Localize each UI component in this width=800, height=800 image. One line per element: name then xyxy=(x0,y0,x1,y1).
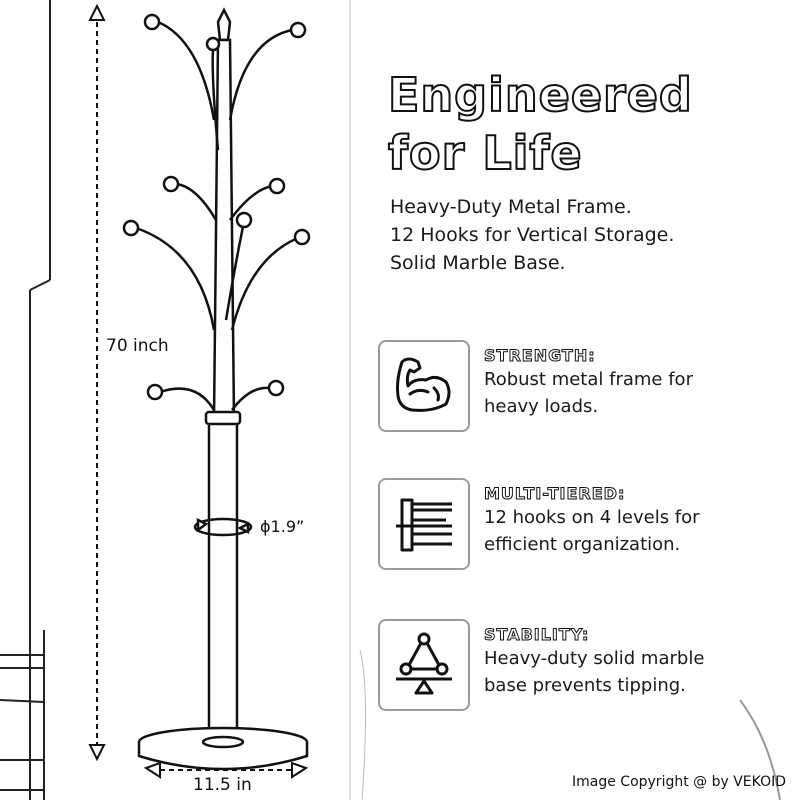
feature-title: STRENGTH: xyxy=(484,346,596,366)
headline-line-2: for Life xyxy=(387,125,583,181)
feature-title: STABILITY: xyxy=(483,625,590,645)
feature-icon-frame xyxy=(378,478,470,570)
subheading-line-3: Solid Marble Base. xyxy=(390,252,566,274)
headline-line-1: Engineered xyxy=(387,67,693,123)
feature-description-line-1: Heavy-duty solid marble xyxy=(484,648,705,669)
feature-description: 12 hooks on 4 levels for efficient organ… xyxy=(484,504,784,558)
feature-description-line-2: heavy loads. xyxy=(484,396,599,417)
subheading-line-2: 12 Hooks for Vertical Storage. xyxy=(390,224,675,246)
headline: Engineered for Life xyxy=(387,66,768,182)
subheading: Heavy-Duty Metal Frame. 12 Hooks for Ver… xyxy=(390,193,790,277)
balance-triangle-icon xyxy=(396,632,452,695)
background-room-lines xyxy=(0,0,781,800)
feature-icon-frame xyxy=(378,619,470,711)
height-dimension-arrow xyxy=(88,3,106,762)
feature-description-line-2: efficient organization. xyxy=(484,534,681,555)
feature-description-line-1: 12 hooks on 4 levels for xyxy=(484,507,700,528)
feature-title: MULTI-TIERED: xyxy=(483,484,626,504)
subheading-line-1: Heavy-Duty Metal Frame. xyxy=(390,196,632,218)
feature-description-line-2: base prevents tipping. xyxy=(484,675,686,696)
coat-rack xyxy=(122,7,311,771)
feature-stability: STABILITY: Heavy-duty solid marble base … xyxy=(378,619,798,719)
base-width-label: 11.5 in xyxy=(193,775,252,795)
tiered-shelf-icon xyxy=(396,498,452,552)
copyright-notice: Image Copyright @ by VEKOID xyxy=(572,774,786,790)
feature-strength: STRENGTH: Robust metal frame for heavy l… xyxy=(378,340,798,440)
feature-description-line-1: Robust metal frame for xyxy=(484,369,693,390)
pole-diameter-label: ϕ1.9” xyxy=(260,517,305,536)
feature-icon-frame xyxy=(378,340,470,432)
flexed-arm-icon xyxy=(396,357,451,412)
height-dimension-label: 70 inch xyxy=(106,334,169,358)
feature-multi-tiered: MULTI-TIERED: 12 hooks on 4 levels for e… xyxy=(378,478,798,578)
feature-description: Heavy-duty solid marble base prevents ti… xyxy=(484,645,784,699)
feature-description: Robust metal frame for heavy loads. xyxy=(484,366,784,420)
width-dimension-arrow xyxy=(143,761,309,779)
